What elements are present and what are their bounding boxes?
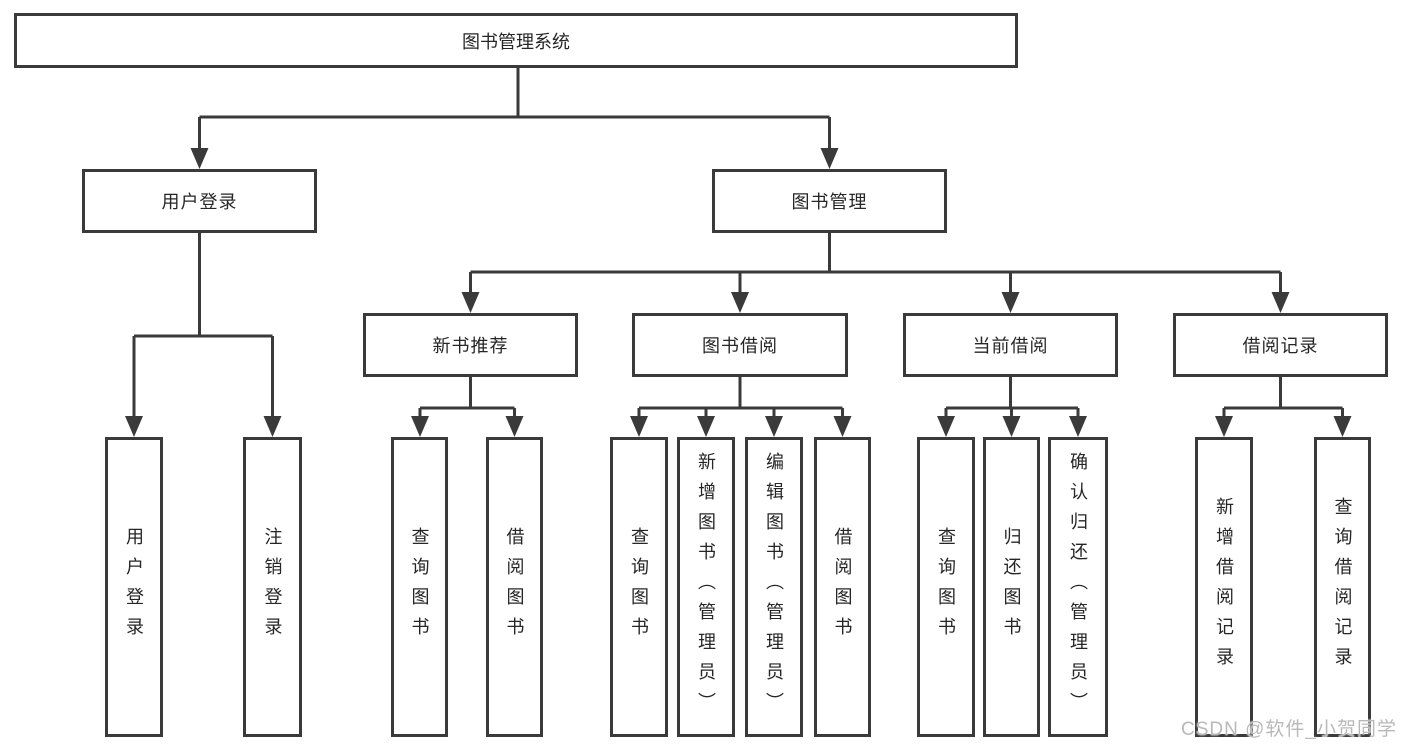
node-borrowing-records: 借阅记录 [1173, 313, 1388, 377]
leaf-add-books-admin: 新增图书（管理员） [677, 437, 735, 737]
node-root-system: 图书管理系统 [14, 13, 1018, 68]
leaf-user-login-label: 用户登录 [124, 527, 144, 647]
leaf-return-books: 归还图书 [983, 437, 1040, 737]
node-book-management-module: 图书管理 [712, 169, 947, 233]
leaf-query-books-recommend: 查询图书 [391, 437, 448, 737]
leaf-borrow-books-borrowing: 借阅图书 [814, 437, 871, 737]
csdn-watermark: CSDN @软件_小贺同学 [1181, 719, 1397, 740]
leaf-logout: 注销登录 [243, 437, 302, 737]
leaf-query-borrow-record-label: 查询借阅记录 [1332, 497, 1353, 677]
leaf-borrow-books-recommend: 借阅图书 [486, 437, 543, 737]
node-current-borrowing: 当前借阅 [903, 313, 1118, 377]
leaf-query-books-current: 查询图书 [917, 437, 975, 737]
node-new-book-recommend: 新书推荐 [363, 313, 578, 377]
leaf-add-books-admin-label: 新增图书（管理员） [696, 452, 716, 722]
node-user-login-module: 用户登录 [82, 169, 317, 233]
leaf-query-books-borrowing: 查询图书 [610, 437, 668, 737]
leaf-add-borrow-record-label: 新增借阅记录 [1214, 497, 1234, 677]
connector-segments [132, 68, 1344, 417]
leaf-query-books-recommend-label: 查询图书 [409, 527, 430, 647]
leaf-borrow-books-borrowing-label: 借阅图书 [832, 527, 853, 647]
leaf-query-books-borrowing-label: 查询图书 [629, 527, 649, 647]
leaf-add-borrow-record: 新增借阅记录 [1195, 437, 1253, 737]
leaf-edit-books-admin-label: 编辑图书（管理员） [764, 452, 784, 722]
leaf-query-borrow-record: 查询借阅记录 [1314, 437, 1371, 737]
leaf-return-books-label: 归还图书 [1001, 527, 1022, 647]
leaf-edit-books-admin: 编辑图书（管理员） [745, 437, 803, 737]
node-book-borrowing: 图书借阅 [632, 313, 848, 377]
leaf-confirm-return-admin-label: 确认归还（管理员） [1068, 452, 1088, 722]
leaf-query-books-current-label: 查询图书 [936, 527, 956, 647]
leaf-user-login: 用户登录 [105, 437, 163, 737]
arrowheads [125, 148, 1352, 437]
leaf-logout-label: 注销登录 [262, 527, 283, 647]
leaf-borrow-books-recommend-label: 借阅图书 [504, 527, 525, 647]
leaf-confirm-return-admin: 确认归还（管理员） [1048, 437, 1108, 737]
